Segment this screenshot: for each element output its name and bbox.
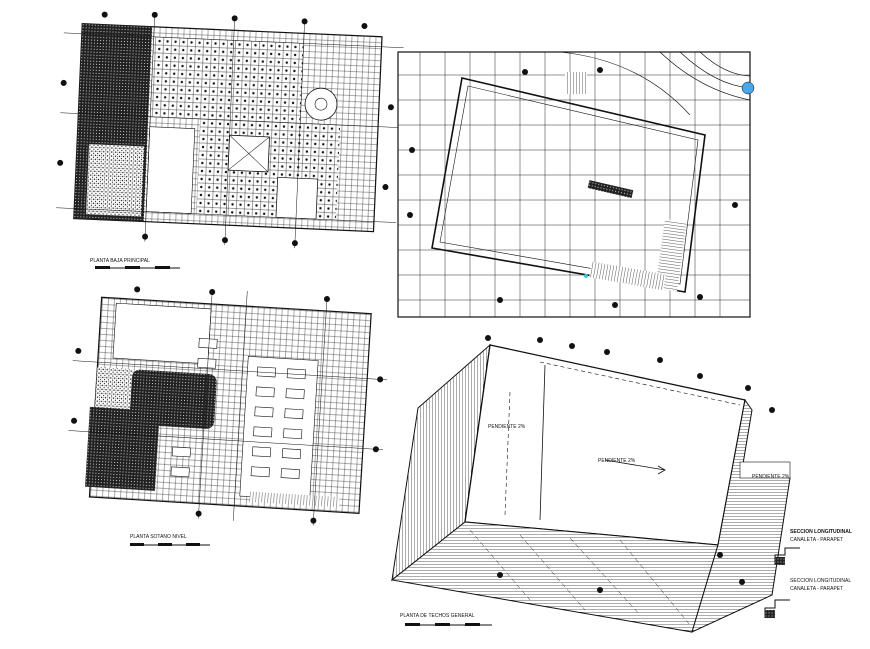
plan-basement-scale-bar [130, 543, 210, 546]
roof-slope-label-3: PENDIENTE 2% [752, 474, 790, 480]
section-detail-1-subtitle: CANALETA - PARAPET [790, 537, 843, 543]
section-detail-1-title: SECCION LONGITUDINAL [790, 529, 852, 535]
section-detail-1: SECCION LONGITUDINAL CANALETA - PARAPET [774, 529, 852, 565]
roof-slope-label-2: PENDIENTE 2% [488, 424, 526, 430]
plan-roof: PENDIENTE 2% PENDIENTE 2% PENDIENTE 2% P… [390, 335, 791, 633]
plan-basement: PLANTA SOTANO NIVEL [68, 286, 388, 546]
plan-roof-scale-bar [405, 623, 492, 626]
plan-basement-title: PLANTA SOTANO NIVEL [130, 534, 187, 540]
plan-site [397, 51, 755, 318]
section-detail-2-title: SECCION LONGITUDINAL [790, 578, 851, 584]
plan-roof-title: PLANTA DE TECHOS GENERAL [400, 613, 475, 619]
section-detail-2-subtitle: CANALETA - PARAPET [790, 586, 843, 592]
plan-ground-floor-title: PLANTA BAJA PRINCIPAL [90, 258, 150, 264]
roof-slope-label-1: PENDIENTE 2% [598, 458, 636, 464]
plan-ground-floor: PLANTA BAJA PRINCIPAL [56, 11, 404, 269]
plan-ground-floor-scale-bar [95, 266, 180, 269]
section-detail-2: SECCION LONGITUDINAL CANALETA - PARAPET [764, 578, 851, 618]
